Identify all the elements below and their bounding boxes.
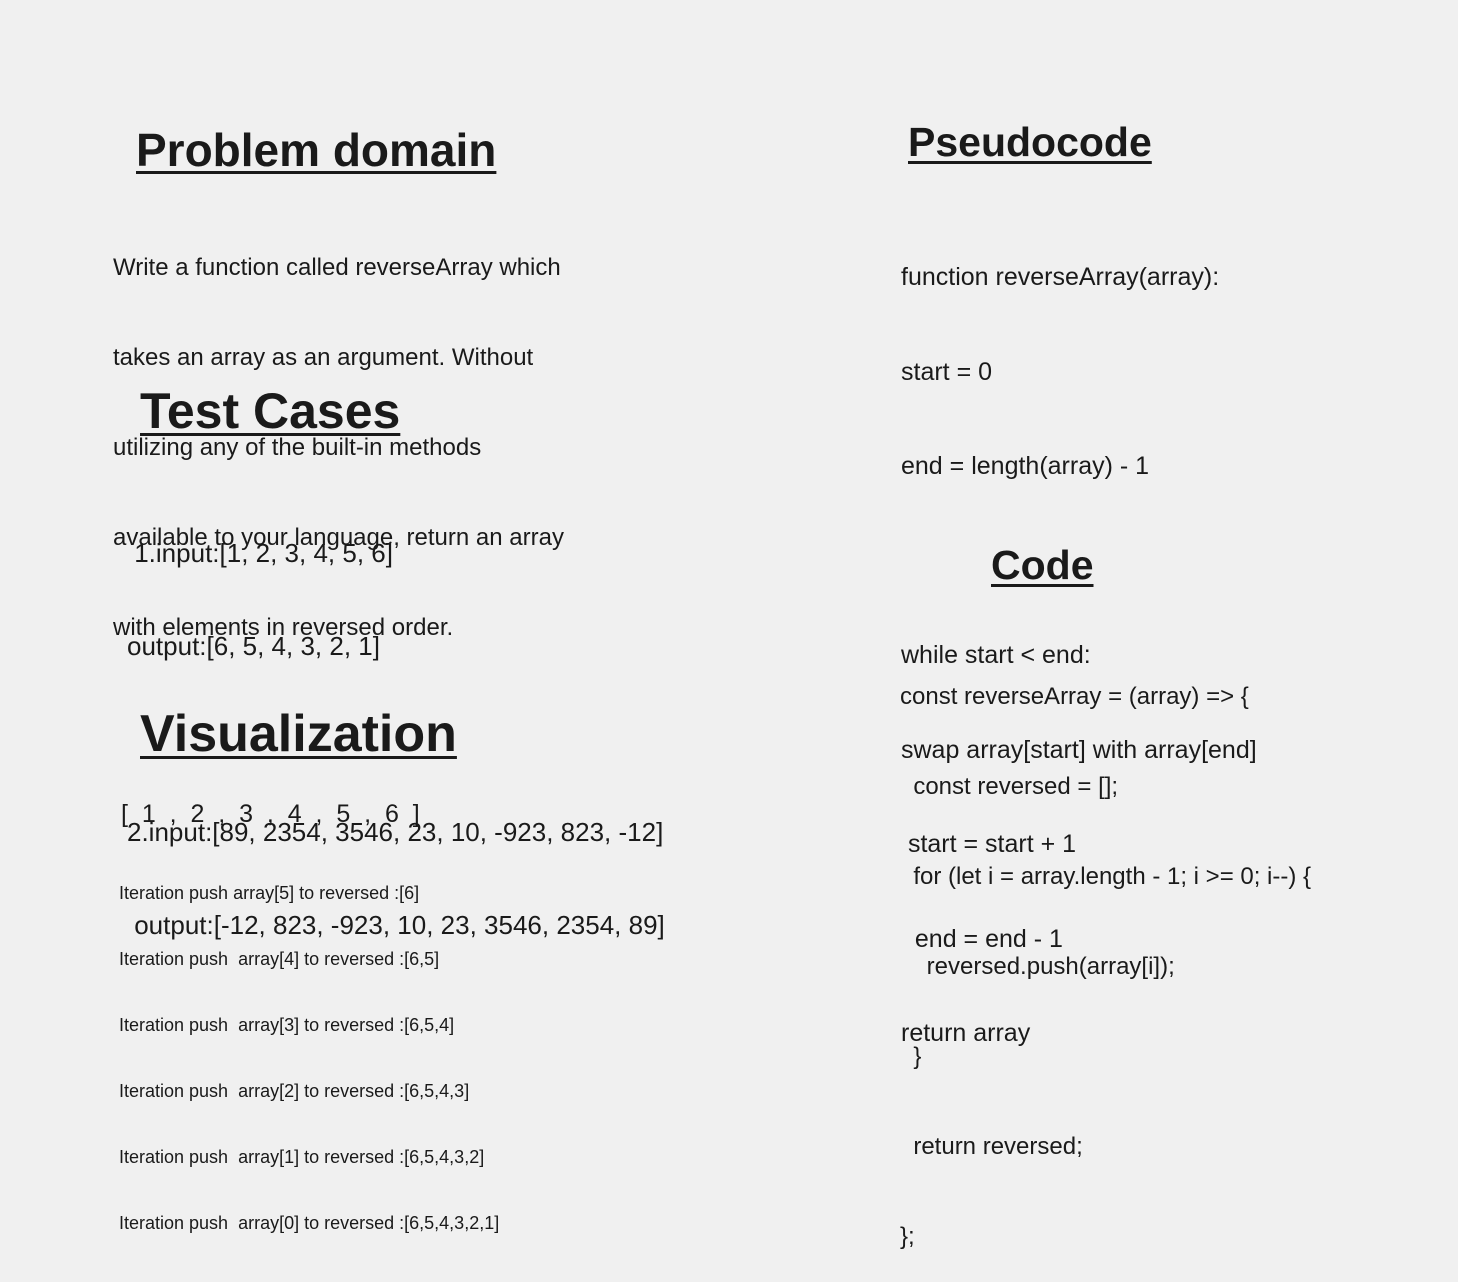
pseudocode-text: function reverseArray(array): start = 0 … bbox=[901, 199, 1257, 1081]
code-line: }; bbox=[900, 1223, 915, 1250]
test-cases-heading: Test Cases bbox=[140, 383, 401, 439]
code-text: const reverseArray = (array) => { const … bbox=[900, 622, 1311, 1282]
problem-line: available to your language, return an ar… bbox=[113, 524, 564, 551]
iteration-line: Iteration push array[2] to reversed :[6,… bbox=[119, 1081, 470, 1101]
pseudocode-heading: Pseudocode bbox=[908, 119, 1152, 165]
iteration-line: Iteration push array[3] to reversed :[6,… bbox=[119, 1015, 455, 1035]
code-line: return reversed; bbox=[900, 1133, 1083, 1160]
test-case-line: 1.input:[1, 2, 3, 4, 5, 6] bbox=[127, 538, 393, 568]
problem-domain-text: Write a function called reverseArray whi… bbox=[113, 193, 564, 673]
problem-line: Write a function called reverseArray whi… bbox=[113, 254, 561, 281]
test-cases-text: 1.input:[1, 2, 3, 4, 5, 6] output:[6, 5,… bbox=[127, 476, 665, 972]
code-line: for (let i = array.length - 1; i >= 0; i… bbox=[900, 863, 1312, 890]
iteration-line: Iteration push array[4] to reversed :[6,… bbox=[119, 949, 440, 969]
code-line: const reverseArray = (array) => { bbox=[900, 683, 1249, 710]
pseudocode-line: start = start + 1 bbox=[901, 830, 1077, 858]
pseudocode-line: function reverseArray(array): bbox=[901, 263, 1220, 291]
visualization-heading: Visualization bbox=[140, 705, 457, 763]
code-line: reversed.push(array[i]); bbox=[900, 953, 1175, 980]
visualization-array: [ 1 , 2 , 3 , 4 , 5 , 6 ] bbox=[121, 800, 420, 828]
iteration-line: Iteration push array[5] to reversed :[6] bbox=[119, 883, 420, 903]
code-heading: Code bbox=[991, 542, 1094, 588]
pseudocode-line: swap array[start] with array[end] bbox=[901, 735, 1257, 764]
test-case-line: output:[-12, 823, -923, 10, 23, 3546, 23… bbox=[127, 910, 665, 940]
test-case-line: output:[6, 5, 4, 3, 2, 1] bbox=[127, 631, 380, 661]
pseudocode-line: start = 0 bbox=[901, 357, 993, 386]
problem-line: takes an array as an argument. Without bbox=[113, 344, 534, 371]
problem-line: with elements in reversed order. bbox=[113, 614, 454, 641]
pseudocode-line: end = end - 1 bbox=[901, 924, 1063, 953]
pseudocode-line: return array bbox=[901, 1019, 1031, 1047]
problem-domain-heading: Problem domain bbox=[136, 124, 497, 176]
iteration-line: Iteration push array[1] to reversed :[6,… bbox=[119, 1147, 485, 1167]
problem-line: utilizing any of the built-in methods bbox=[113, 434, 482, 461]
pseudocode-line: end = length(array) - 1 bbox=[901, 452, 1150, 480]
code-line: const reversed = []; bbox=[900, 773, 1119, 800]
test-case-line: 2.input:[89, 2354, 3546, 23, 10, -923, 8… bbox=[127, 817, 664, 847]
visualization-iterations: Iteration push array[5] to reversed :[6]… bbox=[119, 838, 499, 1256]
code-line: } bbox=[900, 1043, 922, 1070]
pseudocode-line: while start < end: bbox=[901, 641, 1091, 669]
iteration-line: Iteration push array[0] to reversed :[6,… bbox=[119, 1213, 500, 1233]
